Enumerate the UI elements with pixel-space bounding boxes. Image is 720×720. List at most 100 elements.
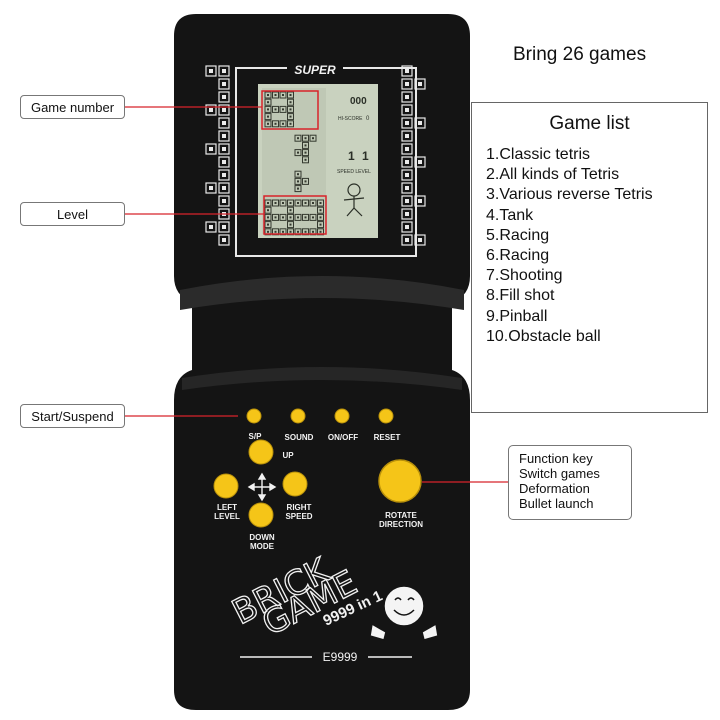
onoff-button[interactable] <box>335 409 349 423</box>
lcd-block-dot <box>312 202 314 204</box>
lcd-mascot-icon <box>343 183 365 217</box>
lcd-block-dot <box>289 223 292 226</box>
callout-game-number: Game number <box>20 95 125 119</box>
down-mode-label: DOWN MODE <box>249 533 275 551</box>
lcd-block <box>287 113 294 121</box>
device-body <box>174 14 470 710</box>
callout-start-suspend: Start/Suspend <box>20 404 125 428</box>
lcd-block-dot <box>289 202 292 204</box>
lcd-block-dot <box>289 122 292 125</box>
lcd-block <box>309 228 317 236</box>
lcd-block <box>302 228 309 236</box>
lcd-block-dot <box>304 158 307 161</box>
side-square <box>401 91 413 103</box>
side-square-inner <box>222 121 226 125</box>
sound-button[interactable] <box>291 409 305 423</box>
side-square-inner <box>209 186 213 190</box>
up-label: UP <box>282 451 294 460</box>
lcd-block-dot <box>267 101 269 104</box>
lcd-block-dot <box>297 230 299 233</box>
lcd-block-dot <box>312 230 314 233</box>
page-heading: Bring 26 games <box>513 44 647 65</box>
lcd-block <box>294 199 302 207</box>
lcd-block-dot <box>289 101 292 104</box>
side-square-inner <box>405 212 409 216</box>
side-square-inner <box>222 147 226 151</box>
lcd-block <box>264 98 272 106</box>
side-square <box>401 117 413 129</box>
lcd-block-dot <box>267 202 269 204</box>
lcd-block <box>287 213 294 221</box>
lcd-block-dot <box>282 94 284 96</box>
lcd-block <box>264 91 272 99</box>
list-item: 7.Shooting <box>486 267 563 285</box>
side-square-inner <box>222 225 226 229</box>
lcd-block <box>279 213 287 221</box>
side-square-inner <box>405 108 409 112</box>
game-list-title: Game list <box>549 113 630 134</box>
side-square-inner <box>209 108 213 112</box>
side-square <box>401 208 413 220</box>
lcd-block <box>294 228 302 236</box>
right-button[interactable] <box>283 472 307 496</box>
lcd-block-dot <box>274 216 277 219</box>
lcd-level-value: 1 <box>362 149 369 163</box>
lcd-score: 000 <box>350 96 367 107</box>
lcd-block <box>272 105 279 113</box>
lcd-block-dot <box>319 223 322 226</box>
side-square <box>218 91 230 103</box>
function-line: Deformation <box>519 481 590 496</box>
side-square <box>218 234 230 246</box>
side-square <box>218 117 230 129</box>
lcd-block-dot <box>282 202 284 204</box>
lcd-block-dot <box>267 94 269 96</box>
up-button[interactable] <box>249 440 273 464</box>
lcd-hiscore-value: 0 <box>366 116 370 122</box>
lcd-block <box>272 120 279 128</box>
callout-function-key: Function key Switch games Deformation Bu… <box>508 445 632 520</box>
left-button[interactable] <box>214 474 238 498</box>
side-square-inner <box>418 82 422 86</box>
side-square-inner <box>222 186 226 190</box>
side-square <box>205 182 217 194</box>
lcd-speed-level-label: SPEED LEVEL <box>337 169 371 175</box>
lcd-block <box>309 134 317 142</box>
lcd-block-dot <box>297 173 299 176</box>
rotate-button[interactable] <box>379 460 421 502</box>
function-line: Switch games <box>519 466 600 481</box>
lcd-block <box>302 134 309 142</box>
lcd-block <box>264 221 272 229</box>
side-square-inner <box>405 69 409 73</box>
side-square <box>205 65 217 77</box>
side-square <box>218 195 230 207</box>
lcd-block <box>264 213 272 221</box>
sp-button[interactable] <box>247 409 261 423</box>
reset-button[interactable] <box>379 409 393 423</box>
lcd-block <box>309 199 317 207</box>
side-square-inner <box>222 199 226 203</box>
side-square <box>401 156 413 168</box>
lcd-block-dot <box>312 137 314 140</box>
lcd-block-dot <box>304 180 307 183</box>
lcd-block <box>264 199 272 207</box>
sp-label: S/P <box>248 432 262 441</box>
lcd-block-dot <box>289 209 292 212</box>
lcd-block-dot <box>267 216 269 219</box>
lcd-block <box>287 98 294 106</box>
rotate-button-shape <box>378 459 422 503</box>
side-square-inner <box>222 238 226 242</box>
lcd-block <box>302 156 309 164</box>
list-item: 10.Obstacle ball <box>486 327 601 345</box>
side-square <box>218 182 230 194</box>
lcd-block <box>279 228 287 236</box>
side-square <box>205 221 217 233</box>
lcd-block <box>287 206 294 214</box>
side-square <box>401 104 413 116</box>
down-button[interactable] <box>249 503 273 527</box>
side-square <box>218 156 230 168</box>
lcd-hiscore-label: HI-SCORE <box>338 116 363 122</box>
lcd-block <box>302 177 309 185</box>
lcd-block <box>317 199 324 207</box>
lcd-block-dot <box>304 230 307 233</box>
